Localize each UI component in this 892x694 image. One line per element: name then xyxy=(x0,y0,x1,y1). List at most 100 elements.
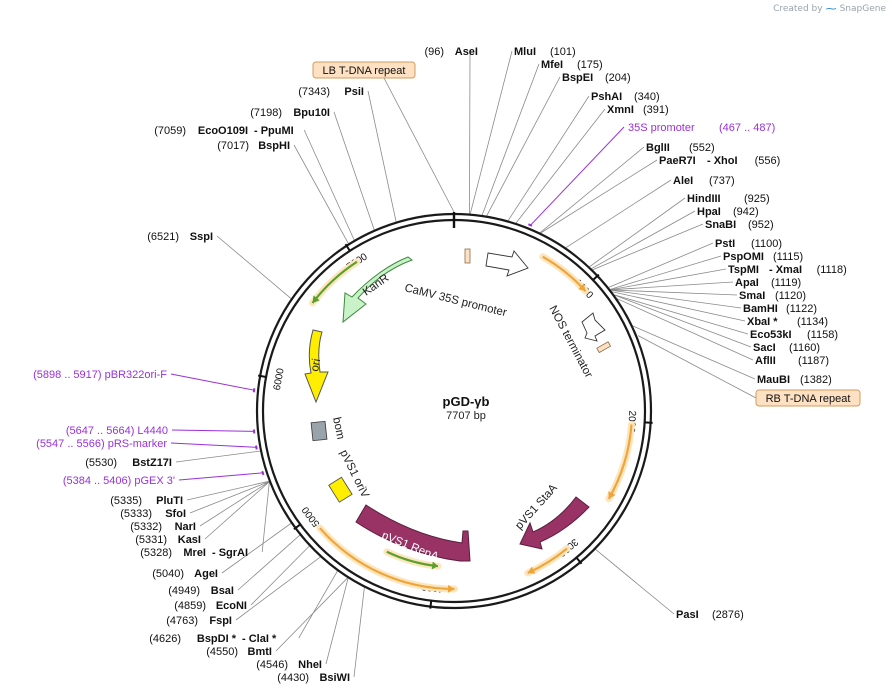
site-coord: (101) xyxy=(550,46,576,58)
site-name[interactable]: BspEI xyxy=(562,72,593,84)
leader-line xyxy=(565,179,672,249)
leader-line xyxy=(325,578,349,665)
site-coord: (1160) xyxy=(789,342,820,354)
site-name[interactable]: AgeI xyxy=(194,568,218,580)
leader-line xyxy=(250,545,310,606)
leader-line xyxy=(589,197,686,268)
leader-line xyxy=(216,235,292,299)
site-alt-name: - SgrAI xyxy=(212,547,248,559)
site-name[interactable]: HpaI xyxy=(697,206,721,218)
repeat-box[interactable] xyxy=(312,61,416,79)
feature-camv-35s-promoter[interactable]: CaMV 35S promoter xyxy=(403,248,529,319)
site-name[interactable]: BstZ17I xyxy=(132,457,172,469)
primer-label[interactable]: 35S promoter xyxy=(628,122,695,134)
site-name[interactable]: BsiWI xyxy=(319,672,350,684)
site-name[interactable]: SspI xyxy=(190,231,213,243)
leader-line xyxy=(610,268,727,291)
tick-mark xyxy=(344,243,351,252)
primer-label[interactable]: (5384 .. 5406) pGEX 3' xyxy=(63,475,175,487)
primer-leader xyxy=(529,126,625,227)
feature-pvs1-repa[interactable]: pVS1 RepA xyxy=(355,504,471,563)
site-name[interactable]: PsiI xyxy=(344,86,364,98)
primer-mark xyxy=(261,470,265,476)
primer-mark xyxy=(528,223,533,227)
site-name[interactable]: SnaBI xyxy=(705,219,736,231)
site-name[interactable]: PaeR7I xyxy=(659,155,696,167)
primer-label[interactable]: (5898 .. 5917) pBR322ori-F xyxy=(33,369,167,381)
site-name[interactable]: PstI xyxy=(715,238,735,250)
site-name[interactable]: SacI xyxy=(753,342,776,354)
site-name[interactable]: BmtI xyxy=(248,646,272,658)
feature-nos-terminator[interactable]: NOS terminator xyxy=(546,304,612,380)
site-name[interactable]: AleI xyxy=(673,175,693,187)
site-name[interactable]: NheI xyxy=(298,659,322,671)
site-coord: (942) xyxy=(733,206,759,218)
feature-pvs1-staa[interactable]: pVS1 StaA xyxy=(513,482,590,550)
site-name[interactable]: BsaI xyxy=(211,585,234,597)
leader-line xyxy=(515,108,606,224)
primer-leader xyxy=(170,373,256,391)
feature-ori[interactable]: ori xyxy=(304,329,329,404)
primer-label[interactable]: (5647 .. 5664) L4440 xyxy=(66,425,168,437)
site-coord: (5335) xyxy=(110,495,142,507)
site-name[interactable]: PluTI xyxy=(156,495,183,507)
ori-arrow xyxy=(304,329,329,404)
staa-arrow xyxy=(519,496,590,550)
site-name[interactable]: ApaI xyxy=(735,277,759,289)
site-name[interactable]: NarI xyxy=(175,521,196,533)
site-name[interactable]: EcoNI xyxy=(216,600,247,612)
site-name[interactable]: BglII xyxy=(646,142,670,154)
leader-line xyxy=(614,294,749,335)
leader-line xyxy=(469,50,513,214)
repeat-label: RB T-DNA repeat xyxy=(766,393,851,405)
site-name[interactable]: SfoI xyxy=(165,508,186,520)
orf-arrowhead xyxy=(608,491,616,499)
orf-arrowhead xyxy=(312,295,320,303)
leader-line xyxy=(333,111,375,230)
site-name[interactable]: TspMI xyxy=(728,264,759,276)
site-name[interactable]: PshAI xyxy=(591,91,622,103)
repeat-box[interactable] xyxy=(755,389,861,407)
site-coord: (7059) xyxy=(154,125,186,137)
site-name[interactable]: XbaI * xyxy=(747,316,778,328)
site-name[interactable]: EcoO109I xyxy=(198,125,248,137)
site-coord: (737) xyxy=(709,175,735,187)
leader-line xyxy=(507,95,590,221)
bom-marker xyxy=(310,420,328,442)
tick-mark xyxy=(575,556,583,565)
site-name[interactable]: BspHI xyxy=(258,140,290,152)
feature-bom[interactable]: bom xyxy=(310,416,346,442)
site-name[interactable]: HindIII xyxy=(687,193,721,205)
promoter-arrow xyxy=(485,250,529,277)
site-name[interactable]: XmnI xyxy=(607,104,634,116)
site-name[interactable]: SmaI xyxy=(739,290,765,302)
site-name[interactable]: MfeI xyxy=(541,59,563,71)
site-name[interactable]: Eco53kI xyxy=(750,329,792,341)
leader-line xyxy=(616,298,754,361)
site-name[interactable]: MluI xyxy=(514,46,536,58)
oriv-marker xyxy=(328,476,353,503)
site-name[interactable]: AflII xyxy=(755,355,776,367)
site-coord: (4763) xyxy=(166,615,198,627)
site-coord: (4626) xyxy=(149,633,181,645)
site-coord: (7017) xyxy=(217,140,249,152)
site-name[interactable]: BamHI xyxy=(743,303,778,315)
site-name[interactable]: KasI xyxy=(178,534,201,546)
kanr-arrow xyxy=(342,256,414,324)
site-name[interactable]: PspOMI xyxy=(723,251,764,263)
feature-pvs1-oriv[interactable]: pVS1 oriV xyxy=(328,448,371,503)
site-coord: (5530) xyxy=(85,457,117,469)
site-coord: (340) xyxy=(634,91,660,103)
site-name[interactable]: Bpu10I xyxy=(293,107,330,119)
leader-line xyxy=(221,523,292,574)
site-name[interactable]: MreI xyxy=(183,547,206,559)
site-coord: (1122) xyxy=(786,303,817,315)
primer-label[interactable]: (5547 .. 5566) pRS-marker xyxy=(36,438,167,450)
site-name[interactable]: AseI xyxy=(455,46,478,58)
plasmid-length: 7707 bp xyxy=(446,410,486,422)
site-name[interactable]: MauBI xyxy=(757,374,790,386)
site-name[interactable]: FspI xyxy=(209,615,232,627)
site-name[interactable]: BspDI * xyxy=(197,633,237,645)
site-name[interactable]: PasI xyxy=(676,609,699,621)
